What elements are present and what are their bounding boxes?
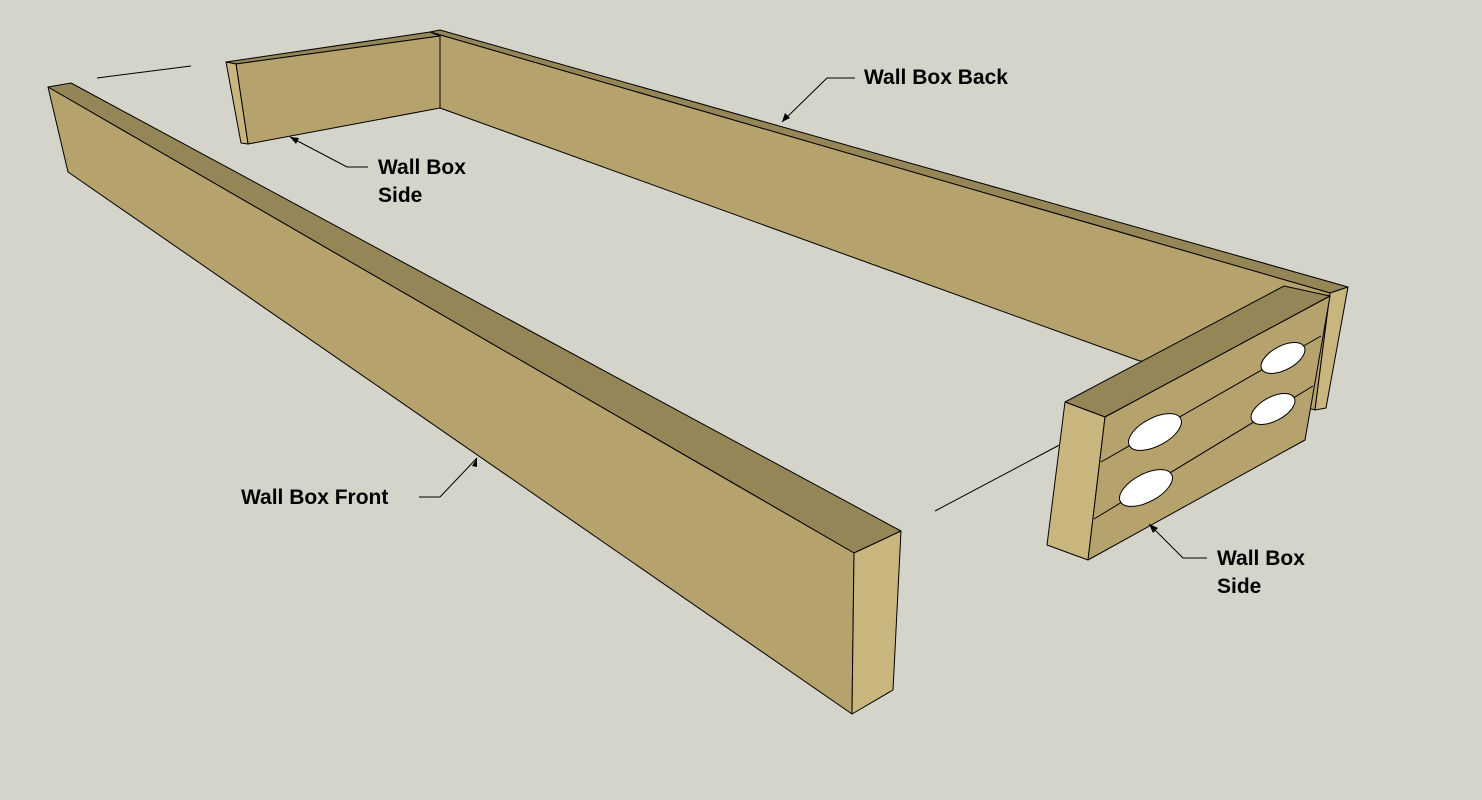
- leader-line-wall-box-front: [419, 457, 478, 498]
- label-wall-box-front-text: Wall Box Front: [241, 486, 389, 509]
- pocket-holes: [1119, 342, 1306, 507]
- pocket-hole-icon: [1250, 393, 1296, 425]
- leader-line-wall-box-side-right: [1148, 523, 1207, 559]
- back-board-end: [1314, 286, 1349, 411]
- pocket-hole-icon: [1119, 469, 1173, 507]
- leader-line-wall-box-side-left: [289, 136, 368, 168]
- left-side-inner-face: [235, 35, 441, 145]
- pocket-hole-icon: [1260, 342, 1306, 374]
- label-wall-box-back-text: Wall Box Back: [864, 66, 1008, 89]
- leader-arrowheads: [290, 113, 1158, 533]
- left-side-end: [225, 61, 249, 145]
- label-wall-box-back: Wall Box Back: [864, 64, 1008, 92]
- label-wall-box-side-right-line1: Wall Box: [1217, 547, 1305, 570]
- label-wall-box-side-right: Wall Box Side: [1217, 545, 1305, 601]
- label-wall-box-side-right-line2: Side: [1217, 575, 1262, 598]
- leader-lines: [289, 77, 1207, 559]
- arrowhead-icon: [290, 137, 299, 144]
- leader-line-wall-box-back: [781, 77, 855, 123]
- explode-guide-line-right: [934, 440, 1068, 512]
- label-wall-box-side-left-line2: Side: [378, 184, 423, 207]
- label-wall-box-front: Wall Box Front: [241, 484, 388, 512]
- arrowhead-icon: [472, 458, 477, 467]
- front-board-end: [851, 530, 902, 715]
- label-wall-box-side-left-line1: Wall Box: [378, 156, 466, 179]
- wall-box-front-board: [47, 82, 902, 715]
- arrowhead-icon: [1149, 524, 1158, 533]
- arrowhead-icon: [782, 113, 790, 122]
- label-wall-box-side-left: Wall Box Side: [378, 154, 466, 210]
- wall-box-side-left-board: [225, 31, 441, 145]
- explode-guide-line-left: [96, 65, 192, 79]
- wall-box-back-board: [429, 29, 1349, 411]
- pocket-hole-icon: [1128, 413, 1182, 451]
